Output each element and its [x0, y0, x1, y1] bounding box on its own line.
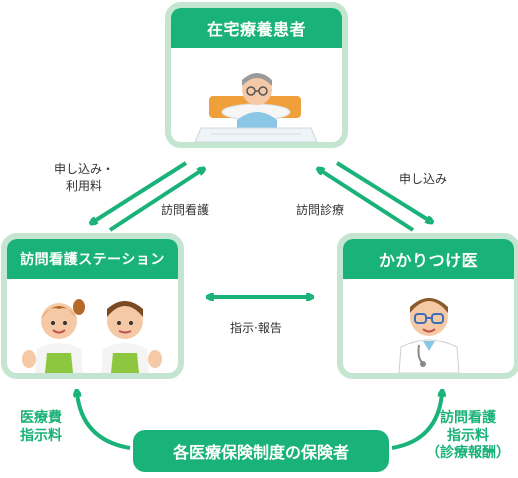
medical-fee-line1: 医療費 — [20, 410, 62, 426]
arrow-patient-to-doctor — [335, 161, 430, 221]
insurer-box: 各医療保険制度の保険者 — [133, 430, 389, 472]
doctor-illustration — [343, 279, 514, 373]
arrow-insurer-to-station — [77, 393, 131, 450]
home-visit-care-label: 訪問診療 — [296, 203, 345, 217]
arrow-patient-to-station — [93, 161, 188, 222]
patient-in-bed-illustration — [171, 48, 342, 142]
family-doctor-title: かかりつけ医 — [343, 239, 514, 279]
arrow-station-to-patient — [108, 170, 202, 232]
nursing-station-card: 訪問看護ステーション — [1, 233, 184, 379]
apply-and-fee-label-line1: 申し込み・ — [54, 162, 115, 176]
instruction-report-label: 指示·報告 — [230, 321, 282, 335]
medical-fee-label: 医療費 指示料 — [6, 410, 76, 445]
arrow-insurer-to-doctor — [391, 393, 442, 450]
patient-card: 在宅療養患者 — [165, 2, 348, 148]
nursing-instruction-fee-label: 訪問看護 指示料 （診療報酬） — [420, 410, 516, 463]
medical-fee-line2: 指示料 — [20, 427, 62, 444]
arrow-doctor-to-patient — [320, 170, 415, 232]
nursing-instruction-fee-line3: （診療報酬） — [426, 445, 510, 461]
family-doctor-card: かかりつけ医 — [337, 233, 518, 379]
apply-label: 申し込み — [399, 172, 448, 186]
apply-and-fee-label-line2: 利用料 — [66, 179, 103, 193]
nursing-instruction-fee-line2: 指示料 — [447, 427, 489, 444]
nursing-instruction-fee-line1: 訪問看護 — [440, 410, 496, 426]
home-nursing-label: 訪問看護 — [161, 203, 210, 217]
nursing-station-title: 訪問看護ステーション — [7, 239, 178, 279]
patient-title: 在宅療養患者 — [171, 8, 342, 48]
two-nurses-illustration — [7, 279, 178, 373]
